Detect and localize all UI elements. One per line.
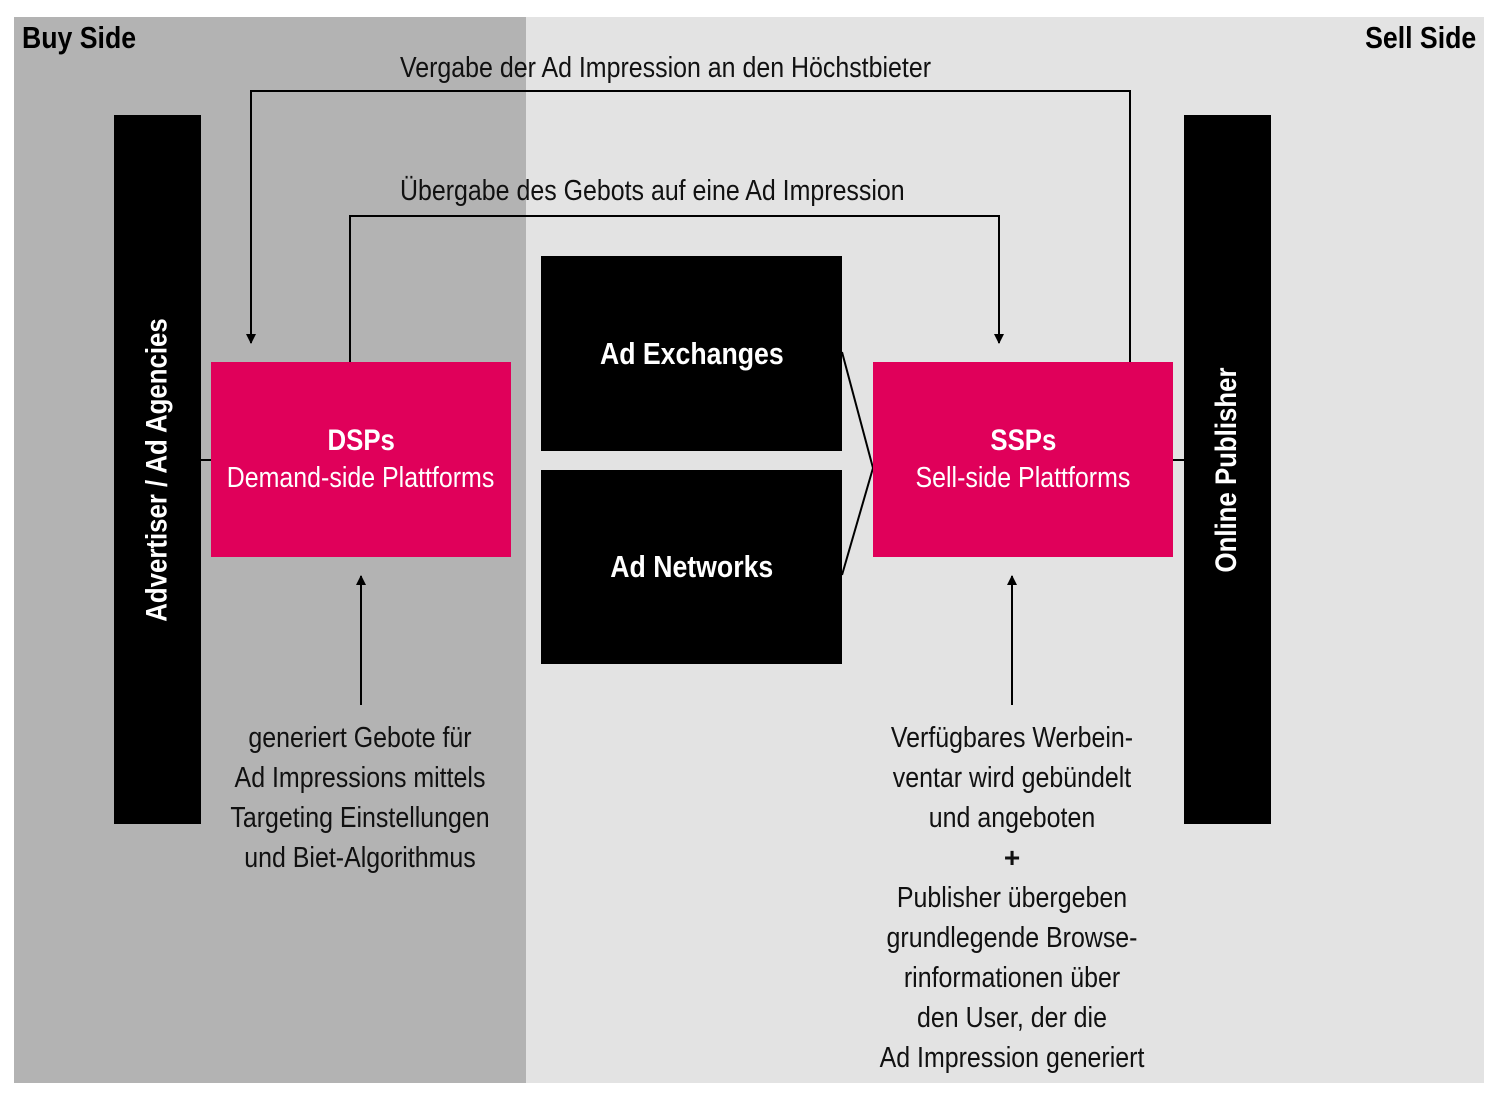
dsp-title: DSPs	[327, 424, 395, 457]
dsp-description: generiert Gebote für Ad Impressions mitt…	[190, 718, 530, 878]
advertiser-bar: Advertiser / Ad Agencies	[114, 115, 201, 824]
award-impression-arrow	[246, 90, 1131, 362]
ssp-box: SSPs Sell-side Plattforms	[873, 362, 1173, 557]
dsp-box: DSPs Demand-side Plattforms	[211, 362, 511, 557]
dsp-description-line: und Biet-Algorithmus	[244, 842, 476, 874]
ssp-title: SSPs	[990, 424, 1056, 457]
plus-sign: +	[1003, 842, 1021, 873]
bid-transfer-arrow	[349, 215, 1004, 362]
ssp-description-line: den User, der die	[917, 1002, 1107, 1034]
ad-networks-label: Ad Networks	[610, 549, 773, 584]
dsp-description-line: Ad Impressions mittels	[234, 762, 486, 794]
advertiser-bar-label: Advertiser / Ad Agencies	[140, 317, 174, 622]
dsp-description-line: Targeting Einstellungen	[230, 802, 490, 834]
ssp-description: Verfügbares Werbein- ventar wird gebünde…	[842, 718, 1182, 1078]
ssp-description-line: und angeboten	[928, 802, 1096, 834]
buy-side-label: Buy Side	[22, 20, 137, 55]
sell-side-label: Sell Side	[1364, 20, 1476, 55]
ssp-description-line: Verfügbares Werbein-	[890, 722, 1134, 754]
ssp-description-line: Publisher übergeben	[896, 882, 1128, 914]
dsp-subtitle: Demand-side Plattforms	[227, 462, 495, 494]
dsp-description-line: generiert Gebote für	[248, 722, 472, 754]
ssp-description-line: Ad Impression generiert	[879, 1042, 1145, 1074]
ssp-subtitle: Sell-side Plattforms	[915, 462, 1131, 494]
ad-networks-box: Ad Networks	[541, 470, 842, 664]
ssp-description-line: grundlegende Browse-	[886, 922, 1138, 954]
bid-transfer-label: Übergabe des Gebots auf eine Ad Impressi…	[400, 175, 905, 207]
ad-exchanges-box: Ad Exchanges	[541, 256, 842, 451]
ssp-description-line: rinformationen über	[903, 962, 1121, 994]
publisher-bar: Online Publisher	[1184, 115, 1271, 824]
exchanges-ssp-line	[841, 351, 874, 469]
networks-ssp-line	[841, 467, 874, 576]
publisher-bar-label: Online Publisher	[1210, 366, 1244, 573]
ssp-description-line: ventar wird gebündelt	[892, 762, 1132, 794]
award-impression-label: Vergabe der Ad Impression an den Höchstb…	[400, 52, 932, 84]
ad-exchanges-label: Ad Exchanges	[599, 335, 784, 371]
